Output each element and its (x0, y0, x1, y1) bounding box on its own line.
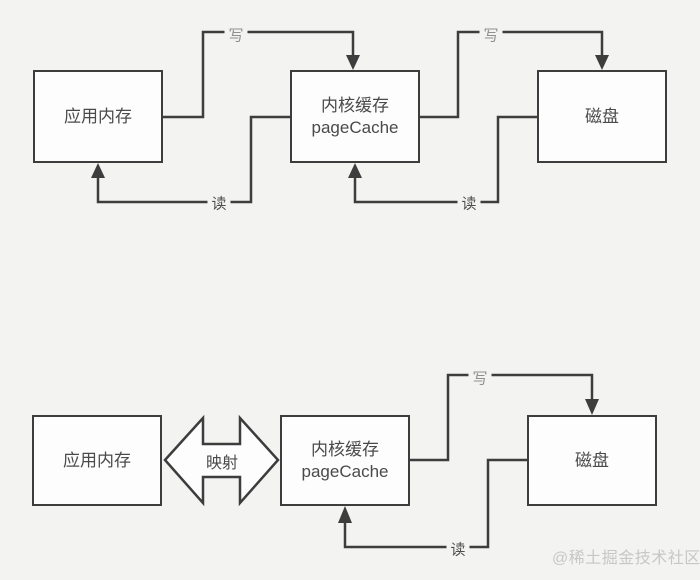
watermark: @稀土掘金技术社区 (552, 550, 700, 567)
node-label: 磁盘 (575, 450, 609, 470)
node-label: 内核缓存 (321, 95, 389, 115)
edge-label-mapping: 映射 (205, 455, 239, 472)
node-kernel-cache-bottom: 内核缓存 pageCache (280, 415, 410, 506)
node-app-memory-bottom: 应用内存 (32, 415, 162, 506)
node-app-memory-top: 应用内存 (33, 70, 163, 163)
arrow-down-icon (346, 55, 360, 70)
arrow-up-icon (338, 506, 352, 523)
arrow-up-icon (348, 163, 362, 178)
node-label: 磁盘 (585, 106, 619, 126)
node-sublabel: pageCache (301, 461, 389, 481)
edge-label-read: 读 (446, 538, 470, 560)
edge-label-read: 读 (207, 192, 231, 214)
arrow-up-icon (91, 163, 105, 178)
edge-read-kernel-to-app (96, 115, 290, 204)
edge-read-disk-to-kernel (353, 115, 537, 204)
edge-read-disk-to-kernel-bottom (343, 458, 527, 549)
edge-label-write: 写 (479, 24, 503, 46)
arrow-down-icon (595, 55, 609, 70)
node-disk-bottom: 磁盘 (527, 415, 657, 506)
node-label: 应用内存 (64, 106, 132, 126)
node-sublabel: pageCache (311, 117, 399, 137)
double-arrow-icon (163, 414, 280, 507)
edge-write-kernel-to-disk-bottom (410, 373, 594, 462)
node-label: 应用内存 (63, 450, 131, 470)
edge-label-write: 写 (468, 367, 492, 389)
node-label: 内核缓存 (311, 439, 379, 459)
node-kernel-cache-top: 内核缓存 pageCache (290, 70, 420, 163)
node-disk-top: 磁盘 (537, 70, 667, 163)
arrow-down-icon (585, 399, 599, 415)
edge-label-read: 读 (457, 192, 481, 214)
edge-label-write: 写 (224, 24, 248, 46)
edge-write-kernel-to-disk (420, 30, 604, 119)
edge-write-app-to-kernel (163, 30, 355, 119)
